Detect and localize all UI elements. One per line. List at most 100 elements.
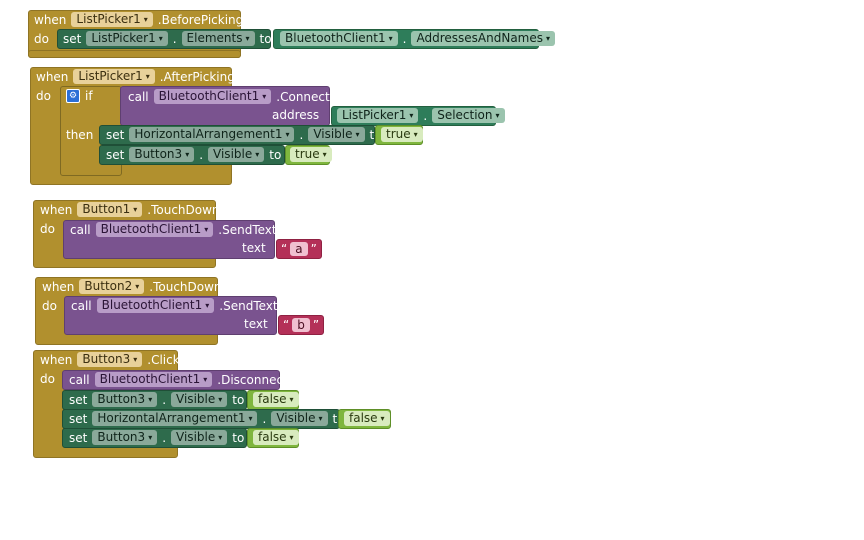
do-keyword: do [42,299,57,313]
set-property-dropdown[interactable]: Visible▾ [308,127,365,142]
when-keyword: when [40,202,73,217]
chevron-down-icon: ▾ [495,111,500,120]
event-header: when ListPicker1▾ .AfterPicking [36,69,235,84]
chevron-down-icon: ▾ [289,395,294,404]
call-component-dropdown[interactable]: BluetoothClient1▾ [94,372,213,387]
getter-property-dropdown[interactable]: Selection▾ [432,108,505,123]
call-keyword: call [128,89,149,104]
chevron-down-icon: ▾ [148,395,153,404]
call-row: call BluetoothClient1▾ .Connect [128,89,330,104]
when-keyword: when [40,352,73,367]
chevron-down-icon: ▾ [355,130,360,139]
call-row: call BluetoothClient1▾ .SendText [70,222,277,237]
component-dropdown[interactable]: Button2▾ [79,279,145,294]
text-string-row: “ a ” [281,242,317,256]
call-component-dropdown[interactable]: BluetoothClient1▾ [96,298,215,313]
boolean-row: false▾ [344,411,390,426]
chevron-down-icon: ▾ [413,130,418,139]
set-keyword: set [69,392,88,407]
event-name: .BeforePicking [157,12,244,27]
chevron-down-icon: ▾ [135,282,140,291]
method-name: .SendText [218,222,277,237]
chevron-down-icon: ▾ [245,34,250,43]
set-row: set ListPicker1▾ . Elements▾ to [63,31,272,46]
set-property-dropdown[interactable]: Visible▾ [208,147,265,162]
do-label-row: do [40,222,55,236]
component-dropdown[interactable]: Button1▾ [77,202,143,217]
boolean-row: true▾ [381,127,423,142]
quote-close-icon: ” [310,242,317,256]
set-keyword: set [69,411,88,426]
chevron-down-icon: ▾ [388,34,393,43]
do-label-row: do [40,372,55,386]
chevron-down-icon: ▾ [546,34,551,43]
getter-row: BluetoothClient1▾ . AddressesAndNames▾ [280,31,556,46]
chevron-down-icon: ▾ [218,433,223,442]
chevron-down-icon: ▾ [203,375,208,384]
boolean-row: false▾ [253,392,299,407]
set-component-dropdown[interactable]: Button3▾ [92,430,158,445]
chevron-down-icon: ▾ [322,150,327,159]
chevron-down-icon: ▾ [133,205,138,214]
to-keyword: to [259,31,272,46]
set-property-dropdown[interactable]: Visible▾ [271,411,328,426]
call-keyword: call [69,372,90,387]
component-dropdown[interactable]: ListPicker1▾ [71,12,153,27]
component-dropdown[interactable]: ListPicker1▾ [73,69,155,84]
set-component-dropdown[interactable]: HorizontalArrangement1▾ [92,411,258,426]
chevron-down-icon: ▾ [205,301,210,310]
chevron-down-icon: ▾ [248,414,253,423]
text-string-row: “ b ” [283,318,319,332]
set-row: set HorizontalArrangement1▾ . Visible▾ t… [106,127,382,142]
set-component-dropdown[interactable]: HorizontalArrangement1▾ [129,127,295,142]
call-component-dropdown[interactable]: BluetoothClient1▾ [95,222,214,237]
set-property-dropdown[interactable]: Visible▾ [171,392,228,407]
set-component-dropdown[interactable]: Button3▾ [92,392,158,407]
call-component-dropdown[interactable]: BluetoothClient1▾ [153,89,272,104]
then-keyword: then [66,128,94,142]
set-property-dropdown[interactable]: Visible▾ [171,430,228,445]
boolean-dropdown[interactable]: true▾ [381,127,423,142]
set-component-dropdown[interactable]: Button3▾ [129,147,195,162]
mutator-gear-icon[interactable]: ⚙ [66,89,80,103]
boolean-dropdown[interactable]: false▾ [253,392,299,407]
set-row: set Button3▾ . Visible▾ to [69,392,245,407]
component-dropdown[interactable]: Button3▾ [77,352,143,367]
set-property-dropdown[interactable]: Elements▾ [181,31,255,46]
chevron-down-icon: ▾ [218,395,223,404]
chevron-down-icon: ▾ [289,433,294,442]
boolean-dropdown[interactable]: false▾ [344,411,390,426]
event-header: when Button3▾ .Click [40,352,180,367]
quote-open-icon: “ [281,242,288,256]
set-component-dropdown[interactable]: ListPicker1▾ [86,31,168,46]
event-header: when Button1▾ .TouchDown [40,202,220,217]
chevron-down-icon: ▾ [185,150,190,159]
getter-component-dropdown[interactable]: BluetoothClient1▾ [280,31,398,46]
chevron-down-icon: ▾ [158,34,163,43]
boolean-dropdown[interactable]: false▾ [253,430,299,445]
do-keyword: do [40,222,55,236]
set-row: set HorizontalArrangement1▾ . Visible▾ t… [69,411,345,426]
boolean-dropdown[interactable]: true▾ [290,147,332,162]
text-value[interactable]: a [290,242,308,256]
set-keyword: set [106,147,125,162]
getter-component-dropdown[interactable]: ListPicker1▾ [337,108,419,123]
text-value[interactable]: b [292,318,310,332]
boolean-row: true▾ [290,147,332,162]
do-label-row: do [34,32,49,46]
call-row: call BluetoothClient1▾ .Disconnect [69,372,288,387]
chevron-down-icon: ▾ [145,72,150,81]
when-keyword: when [42,279,75,294]
text-label: text [244,317,268,331]
do-keyword: do [34,32,49,46]
method-name: .Connect [276,89,330,104]
chevron-down-icon: ▾ [148,433,153,442]
event-name: .TouchDown [149,279,222,294]
text-label-row: text [242,241,266,255]
method-name: .Disconnect [217,372,288,387]
getter-property-dropdown[interactable]: AddressesAndNames▾ [411,31,556,46]
then-row: then [66,128,93,142]
chevron-down-icon: ▾ [318,414,323,423]
call-keyword: call [71,298,92,313]
if-row: ⚙ if [66,89,93,103]
